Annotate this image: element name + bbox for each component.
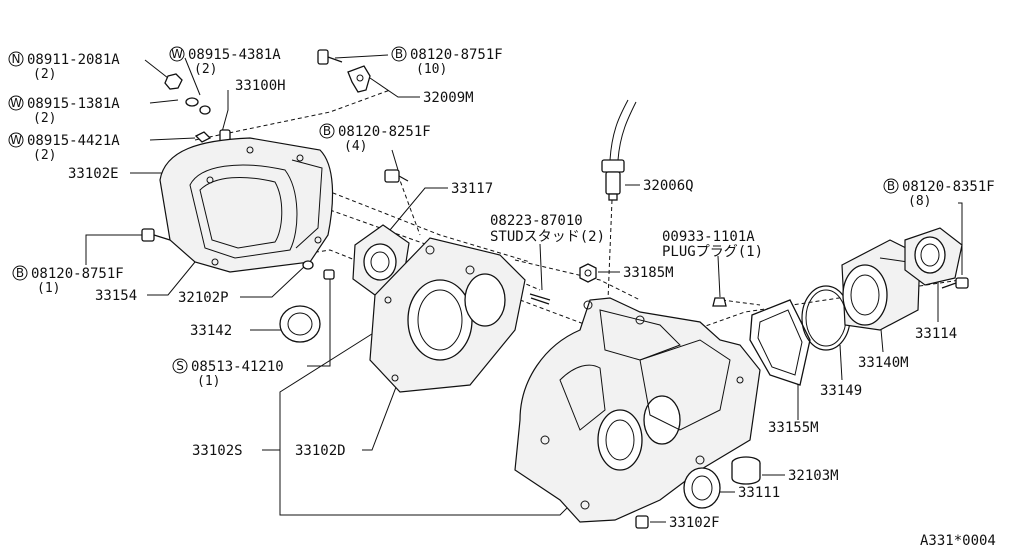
bolt-mid [384,169,409,183]
label-33111: 33111 [738,485,780,501]
callout-prefix: W [10,96,22,110]
callout-code: 08120-8751F [410,47,503,63]
label-33102d: 33102D [295,443,346,459]
callout-prefix: W [171,47,183,61]
callout-prefix: S [176,359,184,373]
bracket-32009m [347,65,371,93]
callout-symbols: N W B W W B B B S [8,46,899,374]
seal-33142 [279,305,321,343]
label-33140m: 33140M [858,355,909,371]
callout-code: 08120-8351F [902,179,995,195]
callout-code: 08915-1381A [27,96,120,112]
extension-housing-33140m [841,239,921,331]
bolt-top [317,49,343,65]
label-33155m: 33155M [768,420,819,436]
callout-prefix: B [16,266,24,280]
callout-qty: (8) [908,194,931,209]
callout-qty: (10) [416,62,447,77]
label-33185m: 33185M [623,265,674,281]
callout-code: 08915-4381A [188,47,281,63]
callout-code: 08120-8751F [31,266,124,282]
callout-code: 08120-8251F [338,124,431,140]
label-33154: 33154 [95,288,137,304]
callout-prefix: W [10,133,22,147]
nut-33185m [579,263,597,283]
gasket-33155m [749,299,811,386]
screw-08513 [323,269,335,280]
bolt-right [941,277,969,289]
bolt-left [141,228,171,242]
seal-33111 [683,467,721,509]
callout-qty: (1) [197,374,220,389]
label-33102s: 33102S [192,443,243,459]
label-32009m: 32009M [423,90,474,106]
seal-33114 [904,227,963,286]
callout-prefix: B [395,47,403,61]
label-32102p: 32102P [178,290,229,306]
callout-qty: (2) [33,148,56,163]
label-32006q: 32006Q [643,178,694,194]
callout-qty: (1) [37,281,60,296]
callout-prefix: B [887,179,895,193]
callout-prefix: N [12,52,21,66]
callout-prefix: B [323,124,331,138]
callout-qty: (2) [33,111,56,126]
pin-32102p [302,260,314,270]
label-stud-code: 08223-87010 [490,213,583,229]
main-case-33102s [514,297,761,523]
label-plug-code: 00933-1101A [662,229,755,245]
adapter-housing-33100h [159,137,334,273]
case-plate-33102d [369,237,526,393]
callout-code: 08911-2081A [27,52,120,68]
part-labels: 33100H 32009M 33102E 33117 32006Q 08223-… [68,78,996,549]
diagram-id: A331*0004 [920,533,996,549]
nut-washer-group [164,73,231,145]
label-33114: 33114 [915,326,957,342]
sensor-32006q [601,99,637,201]
label-32103m: 32103M [788,468,839,484]
label-33102e: 33102E [68,166,119,182]
label-plug-text: PLUGプラグ(1) [662,244,763,260]
plug-33102f [635,515,649,529]
callout-qty: (4) [344,139,367,154]
label-33100h: 33100H [235,78,286,94]
label-33142: 33142 [190,323,232,339]
callout-code: 08915-4421A [27,133,120,149]
stud-08223 [529,293,551,305]
callout-code: 08513-41210 [191,359,284,375]
label-33117: 33117 [451,181,493,197]
plug-00933 [712,297,727,307]
callout-qty: (2) [194,62,217,77]
callout-qty: (2) [33,67,56,82]
cap-32103m [731,456,761,485]
label-33149: 33149 [820,383,862,399]
label-stud-text: STUDスタッド(2) [490,229,605,245]
label-33102f: 33102F [669,515,720,531]
callout-codes: 08911-2081A (2) 08915-4381A (2) 08120-87… [27,47,995,389]
